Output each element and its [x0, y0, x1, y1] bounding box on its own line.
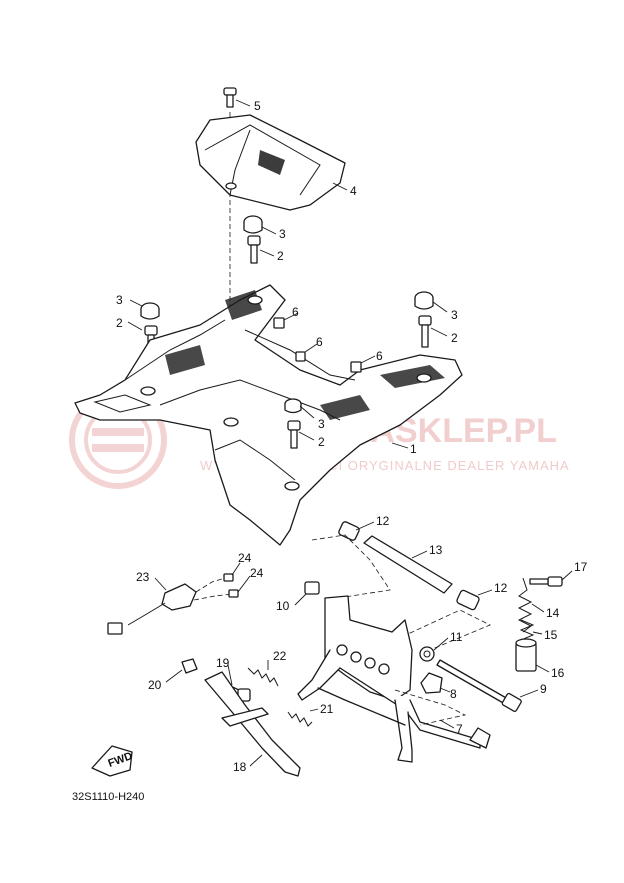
washer-11: [419, 646, 435, 662]
callout-22: 22: [273, 649, 287, 663]
assembly-guide-upper: [311, 534, 391, 601]
clip-6a: [273, 317, 285, 329]
callout-6-c: 6: [376, 349, 383, 363]
bushing-12-top: [338, 521, 360, 541]
callout-3-left: 3: [116, 293, 123, 307]
callout-20: 20: [148, 678, 162, 692]
grommet-3-left: [140, 302, 160, 320]
callout-2-top: 2: [277, 249, 284, 263]
spring-21: [287, 711, 313, 727]
bolt-2-center: [287, 420, 301, 449]
diagram-code: 32S1110-H240: [72, 791, 144, 803]
callout-14: 14: [546, 606, 560, 620]
callout-1: 1: [410, 442, 417, 456]
callout-24-upper: 24: [238, 551, 252, 565]
assembly-guide-right: [394, 609, 491, 651]
callout-9: 9: [540, 682, 547, 696]
bolt-2-right: [418, 315, 432, 348]
top-cover-4: [195, 114, 346, 211]
callouts: 5 4 3 2 3 2 3 2 6 6 6 3 2 1 12 13 12 17 …: [116, 99, 588, 774]
bolt-5: [223, 87, 237, 108]
callout-6-a: 6: [292, 305, 299, 319]
fwd-arrow: FWD: [91, 745, 134, 777]
callout-8: 8: [450, 687, 457, 701]
collar-16: [515, 638, 537, 672]
callout-19: 19: [216, 656, 230, 670]
callout-3-top: 3: [279, 227, 286, 241]
callout-4: 4: [350, 184, 357, 198]
callout-13: 13: [429, 543, 443, 557]
footrest-board-1: [74, 284, 463, 546]
callout-23: 23: [136, 570, 150, 584]
assembly-guide-lower: [394, 689, 467, 726]
main-stand: [297, 595, 491, 763]
sidestand-switch-23: [107, 577, 233, 635]
grommet-3-right: [414, 291, 434, 310]
clip-6b: [295, 351, 306, 362]
callout-17: 17: [574, 560, 588, 574]
bolt-9: [436, 659, 522, 712]
side-stand-18: [204, 671, 301, 777]
callout-5: 5: [254, 99, 261, 113]
callout-3-right: 3: [451, 308, 458, 322]
bolt-2-top: [247, 235, 261, 264]
callout-10: 10: [276, 599, 290, 613]
leader-lines: [127, 99, 573, 767]
callout-2-right: 2: [451, 331, 458, 345]
grommet-3-top: [243, 215, 263, 234]
callout-21: 21: [320, 702, 334, 716]
bolt-17: [529, 576, 563, 587]
nut-10: [304, 581, 320, 595]
grommet-3-center: [284, 398, 302, 414]
nut-20: [181, 658, 198, 674]
screw-24-lower: [228, 589, 239, 598]
callout-15: 15: [544, 628, 558, 642]
callout-3-center: 3: [318, 417, 325, 431]
callout-16: 16: [551, 666, 565, 680]
clip-6c: [350, 361, 362, 373]
spring-22: [247, 667, 279, 687]
callout-12-right: 12: [494, 581, 508, 595]
callout-7: 7: [456, 722, 463, 736]
callout-6-b: 6: [316, 335, 323, 349]
callout-24-lower: 24: [250, 566, 264, 580]
bushing-12-right: [456, 589, 480, 611]
callout-18: 18: [233, 760, 247, 774]
screw-24-upper: [223, 573, 234, 582]
pipe-13: [363, 535, 453, 594]
stopper-8: [420, 672, 443, 694]
spring-14: [517, 577, 533, 633]
callout-2-left: 2: [116, 316, 123, 330]
callout-12-top: 12: [376, 514, 390, 528]
callout-11: 11: [450, 630, 463, 644]
callout-2-center: 2: [318, 435, 325, 449]
